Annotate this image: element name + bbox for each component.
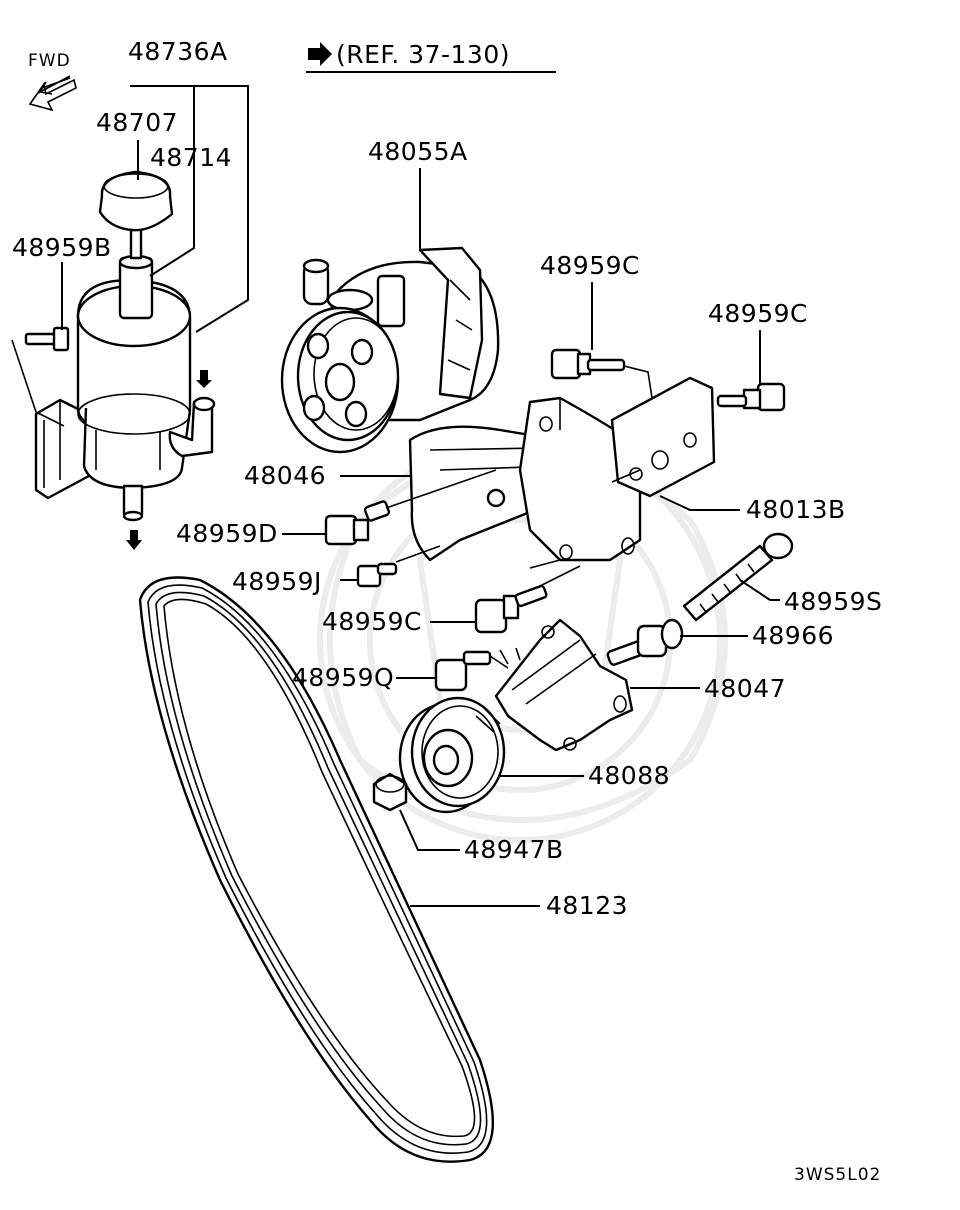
bolt-48966: [606, 618, 684, 666]
cap-48947b: [372, 772, 408, 812]
power-steering-pump: [280, 246, 500, 454]
reference-text: (REF. 37-130): [336, 40, 510, 69]
callout-label: 48959C: [708, 299, 808, 328]
leader-lines: [61, 85, 780, 907]
mounting-bracket-48013b: [518, 376, 716, 562]
right-arrow-icon: [308, 42, 332, 66]
bolt-48959c-right: [716, 382, 786, 412]
flow-up-arrow-icon: [196, 370, 212, 388]
reference-note[interactable]: (REF. 37-130): [306, 40, 556, 73]
callout-label: 48736A: [128, 37, 228, 66]
flow-down-arrow-icon: [126, 530, 142, 550]
callout-label: 48959J: [232, 567, 322, 596]
callout-labels: 48736A 48707 48714 48959B 48055A 48959C …: [12, 37, 882, 920]
bolt-48959d: [324, 500, 391, 546]
callout-label: 48088: [588, 761, 670, 790]
callout-label: 48013B: [746, 495, 846, 524]
fwd-indicator: FWD: [28, 51, 77, 112]
callout-label: 48959D: [176, 519, 278, 548]
callout-label: 48714: [150, 143, 232, 172]
callout-label: 48959S: [784, 587, 882, 616]
callout-label: 48046: [244, 461, 326, 490]
bolt-48959b: [24, 326, 70, 352]
callout-label: 48047: [704, 674, 786, 703]
tensioner-bracket-48047: [494, 618, 634, 752]
callout-label: 48966: [752, 621, 834, 650]
drive-belt-48123: [138, 576, 495, 1163]
bolt-48959q: [434, 650, 492, 692]
bolt-48959j: [356, 562, 398, 588]
reservoir-assembly: [11, 170, 216, 550]
callout-label: 48707: [96, 108, 178, 137]
callout-label: 48959C: [322, 607, 422, 636]
stud-48959s: [682, 532, 794, 622]
bolt-48959c-lower: [474, 584, 548, 634]
callout-label: 48959B: [12, 233, 112, 262]
callout-label: 48055A: [368, 137, 468, 166]
fwd-label: FWD: [28, 51, 71, 71]
callout-label: 48959C: [540, 251, 640, 280]
callout-label: 48959Q: [292, 663, 394, 692]
idler-pulley-48088: [398, 696, 506, 814]
callout-label: 48123: [546, 891, 628, 920]
diagram-code: 3WS5L02: [794, 1165, 881, 1185]
callout-label: 48947B: [464, 835, 564, 864]
bolt-48959c-top: [550, 348, 626, 380]
